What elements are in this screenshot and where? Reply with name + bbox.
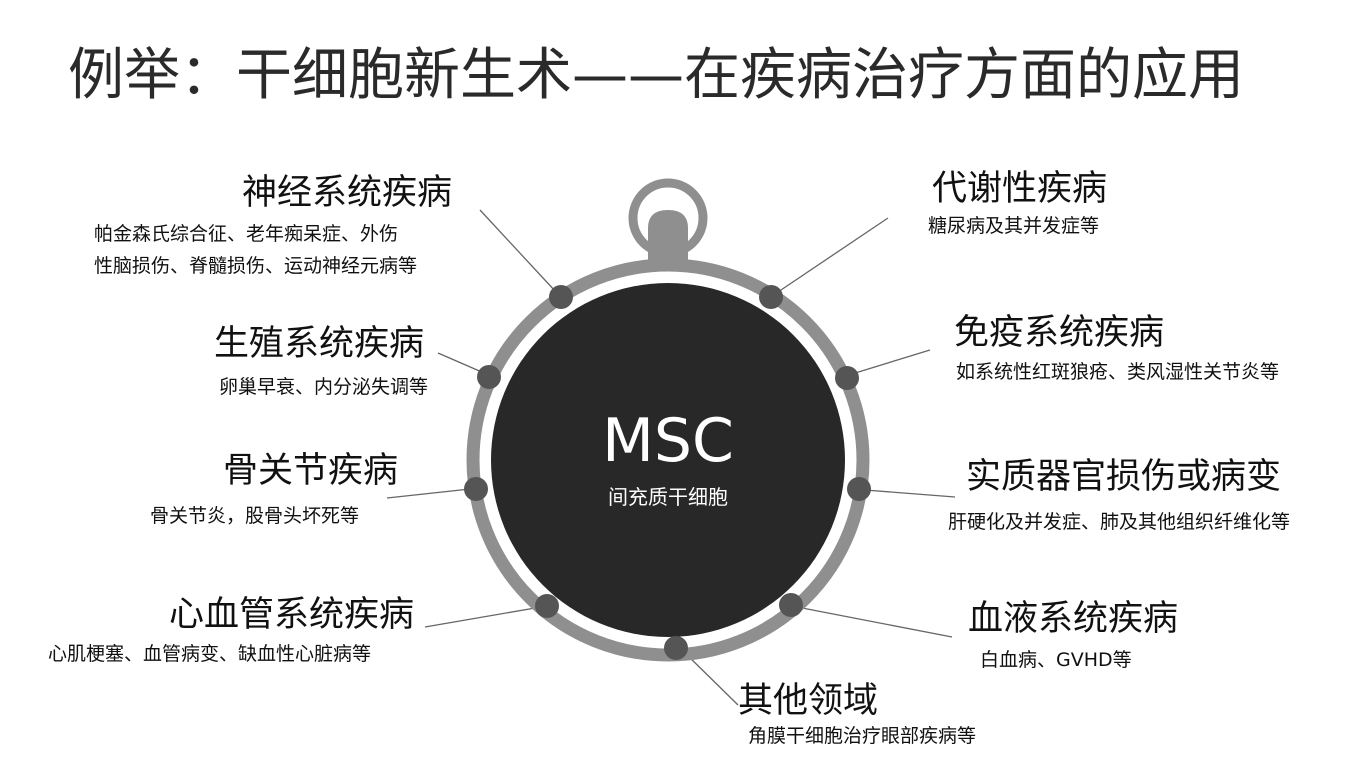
category-title: 骨关节疾病 [222,451,398,491]
connector-organ [864,489,956,498]
category-other: 其他领域 角膜干细胞治疗眼部疾病等 [738,680,976,750]
ring-nodes [464,285,871,660]
category-desc-line: 白血病、GVHD等 [980,649,1132,671]
center-subtitle: 间充质干细胞 [608,485,728,509]
category-desc-line: 糖尿病及其并发症等 [928,215,1100,237]
category-title: 心血管系统疾病 [168,595,414,635]
category-organ: 实质器官损伤或病变 [966,456,1281,498]
connector-cardio [424,606,542,628]
category-bone-joint: 骨关节疾病 [223,450,398,492]
page-title: 例举：干细胞新生术——在疾病治疗方面的应用 [68,43,1244,108]
connector-metabolic [777,217,889,293]
category-neuro-desc: 帕金森氏综合征、老年痴呆症、外伤 性脑损伤、脊髓损伤、运动神经元病等 [94,218,417,282]
category-blood: 血液系统疾病 白血病、GVHD等 [968,598,1178,676]
category-title: 神经系统疾病 [241,173,452,213]
connector-lines [386,209,956,706]
category-desc-line: 卵巢早衰、内分泌失调等 [218,376,428,398]
category-desc-line: 角膜干细胞治疗眼部疾病等 [748,725,977,747]
category-title: 代谢性疾病 [932,169,1108,209]
node-metabolic-icon [759,285,783,309]
category-desc-line: 骨关节炎，股骨头坏死等 [150,505,360,527]
node-organ-icon [847,477,871,501]
connector-neuro [479,209,557,293]
category-organ-desc: 肝硬化及并发症、肺及其他组织纤维化等 [948,506,1290,538]
node-cardio-icon [535,594,559,618]
node-bone-joint-icon [464,477,488,501]
category-title: 免疫系统疾病 [954,313,1165,353]
node-blood-icon [779,593,803,617]
node-other-icon [664,636,688,660]
connector-bone-joint [386,488,471,499]
stopwatch-crown-icon [628,178,708,270]
category-desc-line: 如系统性红斑狼疮、类风湿性关节炎等 [956,361,1280,383]
category-reproductive: 生殖系统疾病 卵巢早衰、内分泌失调等 [213,323,428,403]
category-metabolic: 代谢性疾病 糖尿病及其并发症等 [928,168,1108,242]
category-title: 实质器官损伤或病变 [966,457,1282,497]
category-cardio-desc: 心肌梗塞、血管病变、缺血性心脏病等 [48,638,371,670]
category-title: 其他领域 [738,681,879,721]
connector-immune [851,349,931,375]
connector-blood [796,606,953,638]
category-cardio: 心血管系统疾病 [169,594,414,636]
center-title: MSC [602,406,734,476]
core-circle [491,283,845,637]
category-bone-joint-desc: 骨关节炎，股骨头坏死等 [150,500,359,532]
category-desc-line: 帕金森氏综合征、老年痴呆症、外伤 [94,223,399,245]
category-immune: 免疫系统疾病 如系统性红斑狼疮、类风湿性关节炎等 [954,312,1279,388]
category-neuro: 神经系统疾病 [242,172,452,214]
category-title: 生殖系统疾病 [213,324,424,364]
node-reproductive-icon [477,365,501,389]
node-immune-icon [835,366,859,390]
category-desc-line: 性脑损伤、脊髓损伤、运动神经元病等 [94,255,418,277]
category-title: 血液系统疾病 [968,599,1179,639]
category-desc-line: 心肌梗塞、血管病变、缺血性心脏病等 [48,643,372,665]
node-neuro-icon [549,285,573,309]
category-desc-line: 肝硬化及并发症、肺及其他组织纤维化等 [948,511,1291,533]
connector-reproductive [437,352,485,374]
